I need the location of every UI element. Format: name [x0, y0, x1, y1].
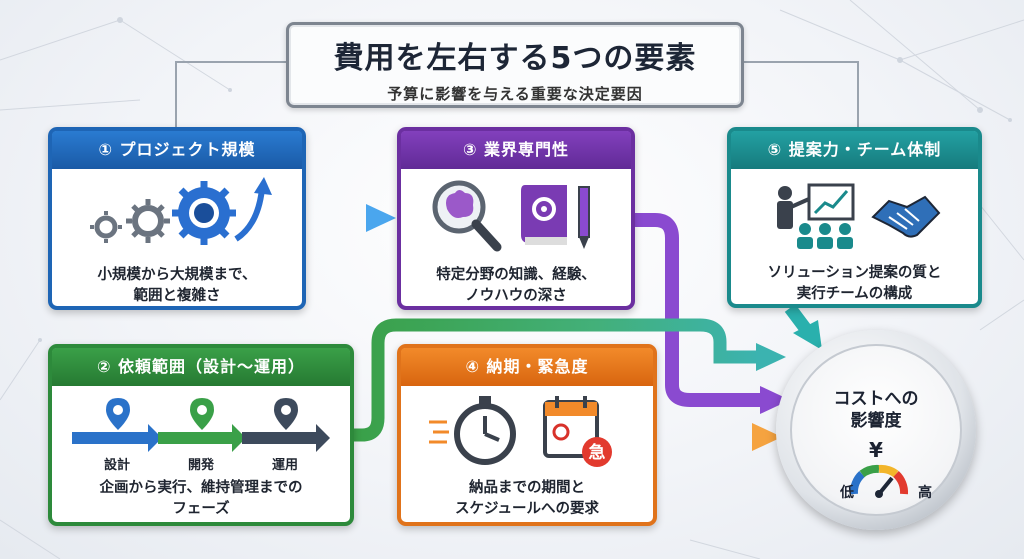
- gauge-face: コストへの 影響度 ¥ 低 高: [790, 344, 962, 516]
- card-desc-line2: フェーズ: [172, 501, 230, 517]
- gauge-title-line1: コストへの: [833, 389, 919, 409]
- card-title-industry-expertise: ③ 業界専門性: [401, 131, 631, 169]
- card-desc-line2: 実行チームの構成: [796, 286, 913, 302]
- card-desc-line1: 小規模から大規模まで、: [97, 267, 257, 283]
- gauge-high-label: 高: [918, 485, 932, 501]
- cost-impact-gauge: コストへの 影響度 ¥ 低 高: [776, 330, 976, 530]
- card-desc-line2: 範囲と複雑さ: [133, 288, 221, 304]
- gauge-dial-icon: [849, 464, 909, 498]
- step-dev-label: 開発: [188, 458, 215, 473]
- card-industry-expertise: ③ 業界専門性 特定分野の知識、経験、 ノウハウの深さ: [397, 127, 635, 310]
- card-title-project-scale: ① プロジェクト規模: [52, 131, 302, 169]
- brain-magnifier-book-icon: [432, 180, 590, 252]
- presentation-handshake-icon: [777, 183, 941, 249]
- yen-icon: ¥: [869, 438, 883, 462]
- card-desc-line1: 納品までの期間と: [469, 480, 585, 496]
- step-ops-label: 運用: [272, 458, 299, 473]
- gauge-low-label: 低: [840, 485, 854, 501]
- card-title-request-scope: ② 依頼範囲（設計〜運用）: [52, 348, 350, 386]
- card-desc-line2: ノウハウの深さ: [465, 288, 567, 304]
- card-project-scale: ① プロジェクト規模 小規模から大規模まで、 範囲と複雑さ: [48, 127, 306, 310]
- card-title-deadline-urgency: ④ 納期・緊急度: [401, 348, 653, 386]
- step-design-label: 設計: [104, 458, 131, 473]
- card-desc-line1: 特定分野の知識、経験、: [436, 267, 596, 283]
- card-request-scope: ② 依頼範囲（設計〜運用） 設計 開発 運用 企画から実行、維持管理までの フェ…: [48, 344, 354, 526]
- gauge-title-line2: 影響度: [850, 411, 902, 431]
- page-subtitle: 予算に影響を与える重要な決定要因: [387, 85, 643, 103]
- card-desc-line1: 企画から実行、維持管理までの: [99, 480, 303, 496]
- card-desc-line1: ソリューション提案の質と: [767, 265, 942, 281]
- card-proposal-team: ⑤ 提案力・チーム体制 ソリューション提案の質と 実行チームの構成: [727, 127, 982, 308]
- gears-growth-icon: [90, 177, 272, 245]
- card-deadline-urgency: ④ 納期・緊急度 急 納品までの期間と スケジュールへの要求: [397, 344, 657, 526]
- urgent-badge: 急: [589, 442, 606, 463]
- stopwatch-calendar-icon: 急: [429, 396, 612, 467]
- page-title: 費用を左右する5つの要素: [333, 41, 697, 76]
- title-panel: 費用を左右する5つの要素 予算に影響を与える重要な決定要因: [286, 22, 744, 108]
- card-title-proposal-team: ⑤ 提案力・チーム体制: [731, 131, 978, 169]
- card-desc-line2: スケジュールへの要求: [455, 501, 599, 517]
- roadmap-pins-icon: [72, 398, 330, 452]
